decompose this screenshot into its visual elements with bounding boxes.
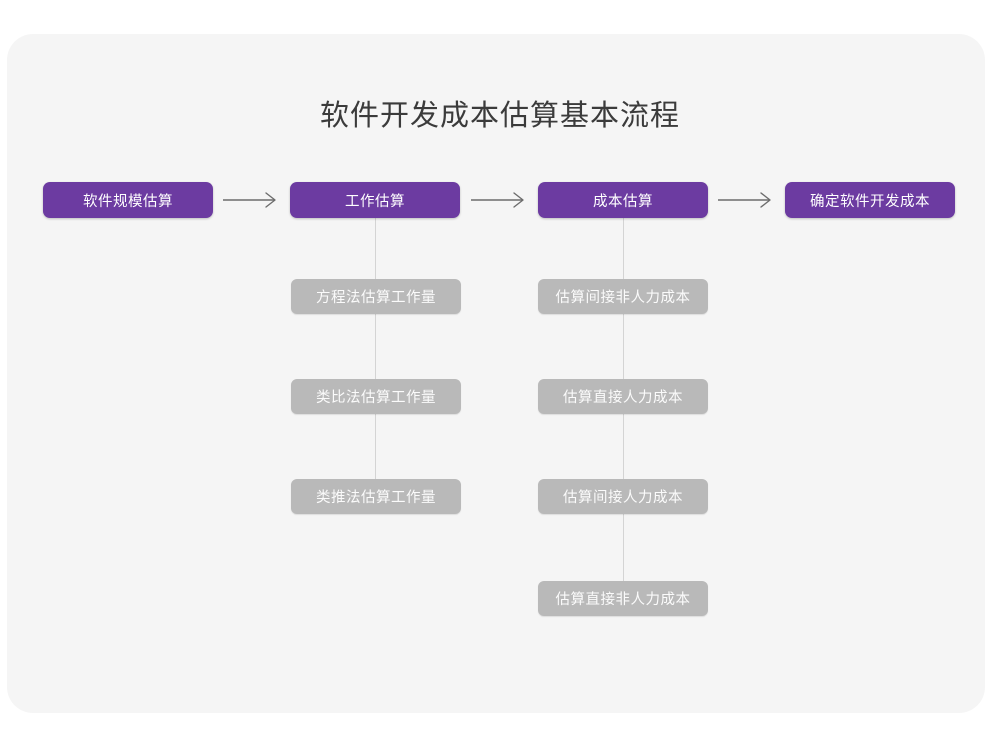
flow-node-cost-estimation[interactable]: 成本估算 bbox=[538, 182, 708, 218]
diagram-card bbox=[7, 34, 985, 713]
page-title: 软件开发成本估算基本流程 bbox=[319, 100, 680, 132]
branch-node-analogy-method-workload[interactable]: 类比法估算工作量 bbox=[291, 379, 461, 414]
flow-node-determine-development-cost[interactable]: 确定软件开发成本 bbox=[785, 182, 955, 218]
branch-node-direct-nonlabor-cost[interactable]: 估算直接非人力成本 bbox=[538, 581, 708, 616]
branch-connector-work bbox=[375, 218, 376, 480]
flow-arrow-3 bbox=[717, 188, 779, 212]
flow-arrow-2 bbox=[470, 188, 532, 212]
flow-arrow-1 bbox=[222, 188, 284, 212]
flow-node-work-estimation[interactable]: 工作估算 bbox=[290, 182, 460, 218]
flow-node-software-scale-estimation[interactable]: 软件规模估算 bbox=[43, 182, 213, 218]
branch-node-indirect-nonlabor-cost[interactable]: 估算间接非人力成本 bbox=[538, 279, 708, 314]
branch-node-inference-method-workload[interactable]: 类推法估算工作量 bbox=[291, 479, 461, 514]
branch-node-equation-method-workload[interactable]: 方程法估算工作量 bbox=[291, 279, 461, 314]
branch-node-direct-labor-cost[interactable]: 估算直接人力成本 bbox=[538, 379, 708, 414]
branch-node-indirect-labor-cost[interactable]: 估算间接人力成本 bbox=[538, 479, 708, 514]
